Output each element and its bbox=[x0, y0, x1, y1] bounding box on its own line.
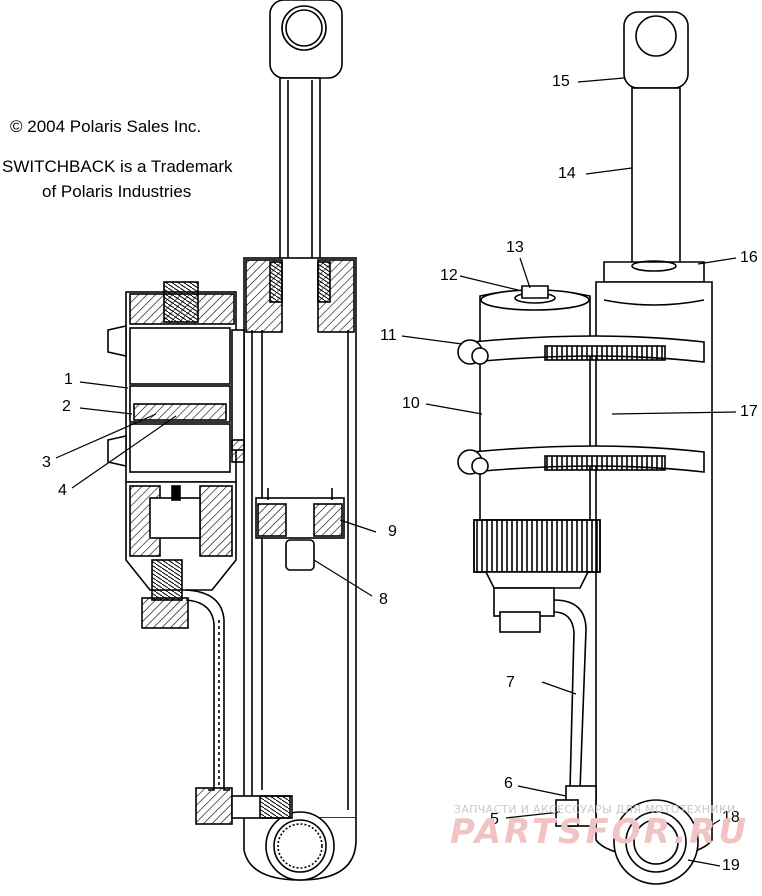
callout-19: 19 bbox=[722, 857, 740, 874]
exterior-view bbox=[457, 11, 713, 885]
callout-7: 7 bbox=[506, 674, 515, 691]
callout-14: 14 bbox=[558, 165, 576, 182]
callout-11: 11 bbox=[380, 327, 397, 344]
copyright-note: © 2004 Polaris Sales Inc. bbox=[10, 117, 202, 136]
callout-6: 6 bbox=[504, 775, 513, 792]
cutaway-view bbox=[107, 0, 357, 881]
callout-12: 12 bbox=[440, 267, 458, 284]
callout-8: 8 bbox=[379, 591, 388, 608]
callout-16: 16 bbox=[740, 249, 758, 266]
trademark-note-line1: SWITCHBACK is a Trademark bbox=[2, 157, 233, 176]
callout-2: 2 bbox=[62, 398, 71, 415]
watermark-logo: PARTSFOR.RU bbox=[450, 812, 750, 852]
callout-4: 4 bbox=[58, 482, 67, 499]
watermark-tagline: ЗАПЧАСТИ И АКСЕССУАРЫ ДЛЯ МОТОТЕХНИКИ bbox=[454, 803, 736, 816]
callout-1: 1 bbox=[64, 371, 73, 388]
callout-13: 13 bbox=[506, 239, 524, 256]
leader-lines bbox=[55, 77, 737, 867]
callout-17: 17 bbox=[740, 403, 758, 420]
callout-18: 18 bbox=[722, 809, 740, 826]
callout-9: 9 bbox=[388, 523, 397, 540]
callout-15: 15 bbox=[552, 73, 570, 90]
callout-10: 10 bbox=[402, 395, 420, 412]
trademark-note-line2: of Polaris Industries bbox=[42, 182, 192, 201]
callout-3: 3 bbox=[42, 454, 51, 471]
callout-5: 5 bbox=[490, 811, 499, 828]
